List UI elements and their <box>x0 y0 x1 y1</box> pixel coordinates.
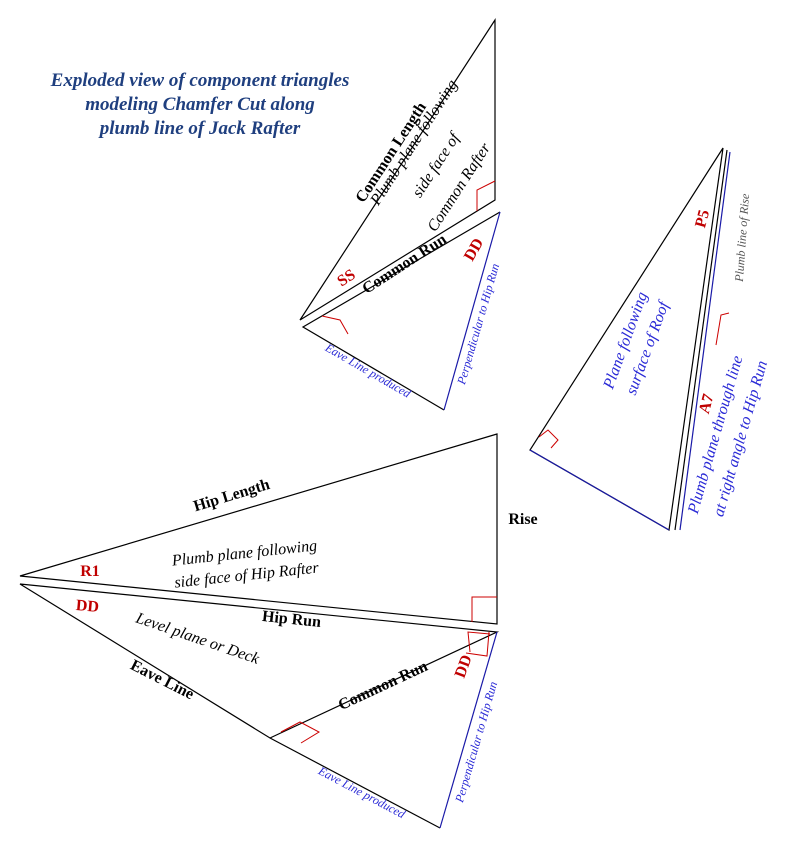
common-rafter-plane <box>299 17 496 321</box>
hip-run-label: Hip Run <box>261 608 322 631</box>
perpendicular-label: Perpendicular to Hip Run <box>454 262 502 387</box>
level-plane-label: Level plane or Deck <box>133 609 263 668</box>
title-line-1: Exploded view of component triangles <box>50 70 350 91</box>
common-run-label: Common Run <box>359 231 449 298</box>
level-plane-outline <box>301 211 501 411</box>
eave-line-produced <box>269 737 441 829</box>
hip-rafter-triangle: Hip Length Rise Plumb plane following si… <box>19 433 538 625</box>
right-angle-mark <box>538 429 559 449</box>
r1-label: R1 <box>80 563 100 580</box>
roof-plane-base <box>529 449 670 531</box>
common-rafter-triangle: Common Length Plumb plane following side… <box>299 17 496 321</box>
eave-line-label: Eave Line <box>127 657 196 703</box>
right-angle-mark <box>471 596 497 622</box>
roof-surface-triangle: P5 Plumb line of Rise Plane following su… <box>529 147 771 531</box>
eave-line-produced-label: Eave Line produced <box>322 340 414 401</box>
plumb-line-of-rise-label: Plumb line of Rise <box>732 193 752 284</box>
dd-right-label: DD <box>452 653 476 681</box>
title-line-2: modeling Chamfer Cut along <box>85 94 315 115</box>
diagram-title: Exploded view of component triangles mod… <box>50 70 350 139</box>
right-angle-mark <box>465 631 490 657</box>
rise-label: Rise <box>508 511 537 528</box>
right-angle-mark <box>280 721 321 744</box>
perpendicular-label: Perpendicular to Hip Run <box>452 680 500 805</box>
right-angle-mark <box>321 315 349 335</box>
a7-label: A7 <box>696 392 717 415</box>
perpendicular-line <box>443 211 501 411</box>
title-line-3: plumb line of Jack Rafter <box>98 118 301 139</box>
hip-rafter-plane <box>19 433 498 625</box>
common-run-label: Common Run <box>336 658 431 714</box>
upper-level-triangle: DD Perpendicular to Hip Run Eave Line pr… <box>301 211 502 411</box>
plumb-plane-edge <box>674 149 728 531</box>
dd-label: DD <box>461 235 487 264</box>
deck-triangle: DD Level plane or Deck Hip Run Eave Line… <box>19 583 500 829</box>
dd-label: DD <box>75 597 100 616</box>
plumb-plane-edge <box>679 151 731 531</box>
p5-label: P5 <box>692 208 713 230</box>
plumb-rise-mark <box>715 312 730 346</box>
hip-length-label: Hip Length <box>192 476 272 515</box>
perpendicular-line <box>439 631 498 829</box>
level-plane <box>19 583 500 739</box>
right-angle-mark <box>476 180 496 211</box>
eave-line-produced-label: Eave Line produced <box>315 763 408 821</box>
right-angle-mark <box>467 631 491 653</box>
